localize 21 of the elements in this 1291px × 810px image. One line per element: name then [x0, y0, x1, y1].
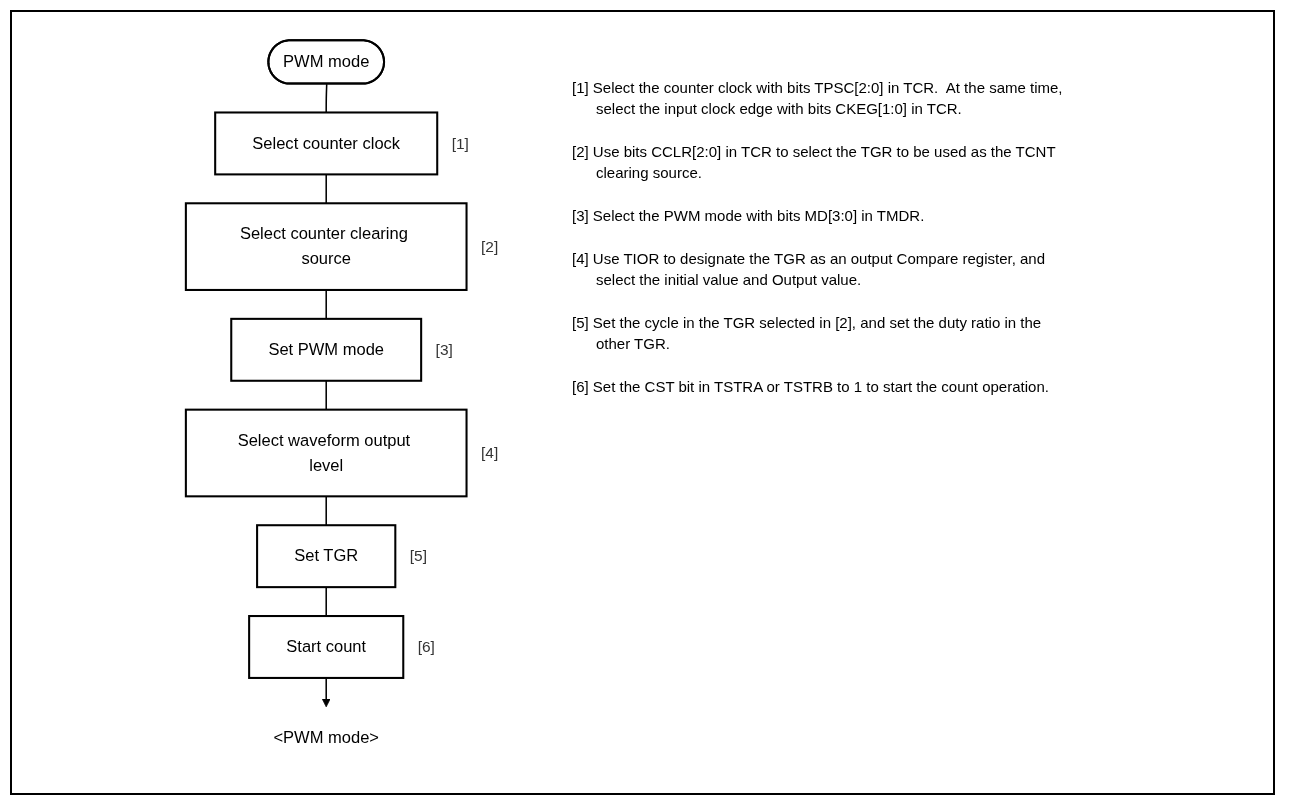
step-note: [2] Use bits CCLR[2:0] in TCR to select the TGR to be used as the TCNT clearing source. [572, 142, 1057, 183]
process-box: Start count [248, 615, 405, 679]
step-number: [2] [481, 237, 499, 255]
process-box: Select counter clearing source [184, 202, 468, 291]
step-note: [5] Set the cycle in the TGR selected in [2], and set the duty ratio in the other TGR. [572, 313, 1043, 354]
end-label: <PWM mode> [273, 728, 379, 747]
step-note: [4] Use TIOR to designate the TGR as an output Compare register, and select the initial value and Output value. [572, 249, 1047, 290]
process-box: Set PWM mode [230, 317, 423, 382]
terminal-box: PWM mode [267, 39, 386, 85]
step-note: [6] Set the CST bit in TSTRA or TSTRB to 1 to start the count operation. [572, 377, 1050, 397]
step-note: [3] Select the PWM mode with bits MD[3:0] in TMDR. [572, 206, 926, 226]
process-box: Select waveform output level [184, 408, 468, 498]
connector-line [321, 677, 331, 708]
step-number: [5] [409, 547, 427, 565]
step-number: [3] [435, 340, 453, 358]
step-number: [4] [481, 444, 499, 462]
step-number: [1] [451, 134, 469, 152]
step-note: [1] Select the counter clock with bits TPSC[2:0] in TCR. At the same time, select the input clock edge with bits CKEG[1:0] in TCR. [572, 78, 1064, 119]
process-box: Set TGR [256, 524, 397, 589]
step-number: [6] [417, 638, 435, 656]
process-box: Select counter clock [214, 111, 439, 176]
